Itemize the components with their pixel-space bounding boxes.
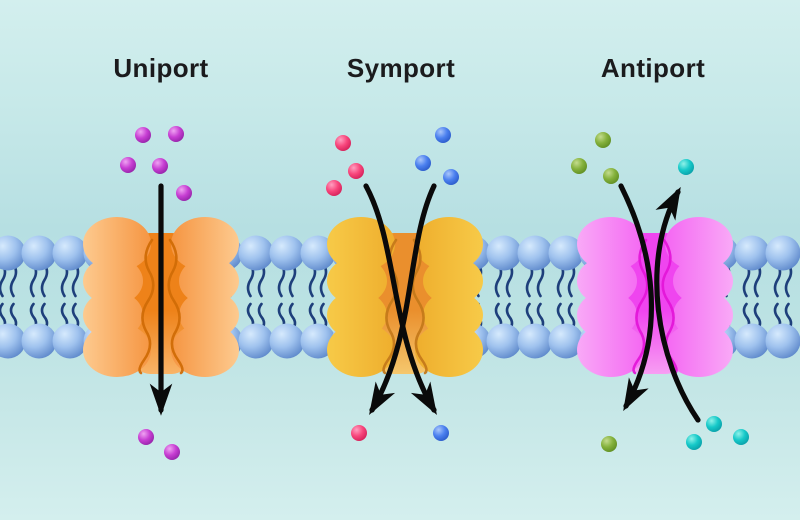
uniport-molecule-magenta [168, 126, 184, 142]
uniport-molecule-magenta [135, 127, 151, 143]
antiport-molecule-green [601, 436, 617, 452]
symport-lobe-right [423, 257, 483, 305]
symport-molecule-pink [351, 425, 367, 441]
phospholipid-head [52, 235, 88, 271]
symport-molecule-blue [415, 155, 431, 171]
molecules [120, 126, 749, 460]
phospholipid-head [269, 235, 305, 271]
phospholipid-head [21, 323, 57, 359]
antiport-channel-wall-right [632, 238, 649, 375]
antiport-lobe-left [577, 257, 637, 305]
uniport-lobe-right [179, 257, 239, 305]
antiport-molecule-teal [678, 159, 694, 175]
phospholipid-head [300, 323, 336, 359]
antiport-channel-wall-left [661, 238, 678, 375]
phospholipid-head [21, 235, 57, 271]
symport-molecule-pink [326, 180, 342, 196]
symport-channel-wall-left [411, 238, 428, 375]
antiport-molecule-teal [733, 429, 749, 445]
phospholipid-head [0, 323, 26, 359]
symport-arrow-right-in [369, 183, 437, 416]
uniport-molecule-magenta [152, 158, 168, 174]
uniport-lobe-right [171, 323, 239, 377]
symport-lobe-left [327, 257, 387, 305]
phospholipid-head [0, 235, 26, 271]
uniport-molecule-magenta [176, 185, 192, 201]
antiport-molecule-green [595, 132, 611, 148]
antiport-molecule-teal [686, 434, 702, 450]
uniport-lobe-left [83, 217, 151, 271]
phospholipid-head [765, 235, 800, 271]
antiport-lobe-left [577, 217, 645, 271]
uniport-channel-wall-left [167, 238, 184, 375]
antiport-molecule-green [571, 158, 587, 174]
phospholipid-head [734, 323, 770, 359]
label-symport: Symport [346, 53, 456, 83]
symport-molecule-blue [435, 127, 451, 143]
antiport-lobe-right [665, 217, 733, 271]
symport-molecule-pink [335, 135, 351, 151]
transport-arrows [149, 183, 701, 423]
phospholipid-head [238, 323, 274, 359]
phospholipid-head [300, 235, 336, 271]
antiport-protein [577, 217, 733, 377]
symport-lobe-right [415, 217, 483, 271]
uniport-channel-wall-right [138, 238, 155, 375]
symport-lobe-left [327, 323, 395, 377]
symport-molecule-blue [443, 169, 459, 185]
phospholipid-head [238, 235, 274, 271]
symport-lobe-right [415, 323, 483, 377]
phospholipid-head [269, 323, 305, 359]
antiport-arrow-out [654, 186, 701, 423]
uniport-molecule-magenta [138, 429, 154, 445]
phospholipid-head [486, 235, 522, 271]
symport-molecule-pink [348, 163, 364, 179]
symport-molecule-blue [433, 425, 449, 441]
symport-lobe-left [327, 217, 395, 271]
antiport-molecule-teal [706, 416, 722, 432]
uniport-molecule-magenta [120, 157, 136, 173]
antiport-lobe-right [673, 257, 733, 305]
phospholipid-head [548, 323, 584, 359]
uniport-lobe-left [83, 257, 143, 305]
phospholipid-head [517, 323, 553, 359]
phospholipid-head [517, 235, 553, 271]
phospholipid-head [52, 323, 88, 359]
antiport-arrow-in [618, 183, 655, 412]
symport-protein [327, 217, 483, 377]
antiport-molecule-green [603, 168, 619, 184]
uniport-molecule-magenta [164, 444, 180, 460]
antiport-lobe-right [665, 323, 733, 377]
uniport-lobe-left [83, 323, 151, 377]
phospholipid-head [486, 323, 522, 359]
label-antiport: Antiport [600, 53, 706, 83]
uniport-lobe-right [171, 217, 239, 271]
phospholipid-head [734, 235, 770, 271]
phospholipid-head [548, 235, 584, 271]
antiport-lobe-left [577, 323, 645, 377]
label-uniport: Uniport [113, 53, 209, 83]
phospholipid-head [765, 323, 800, 359]
symport-arrow-left-in [363, 183, 437, 416]
